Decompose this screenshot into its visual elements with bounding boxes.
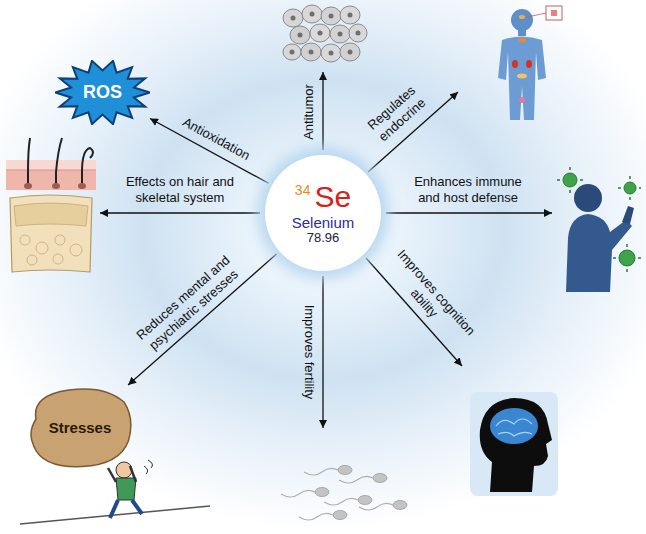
arrow-label: Regulates endocrine [356,75,437,152]
sperm-cells [281,466,407,521]
ros-starburst: ROS [55,60,150,125]
stressed-figure [20,460,210,524]
bone-illustration [10,195,92,272]
element-name: Selenium [292,214,355,231]
static-arrows [100,72,552,428]
atomic-number: 34 [295,182,311,198]
cell-cluster [283,5,367,62]
arrow-label: Enhances immune and host defense [406,174,531,206]
atomic-mass: 78.96 [307,231,340,246]
ros-text: ROS [83,82,122,103]
immune-figure [557,167,641,292]
arrow-label: Effects on hair and skeletal system [115,174,245,206]
element-symbol: Se [314,180,351,215]
stress-rock: Stresses [25,385,135,470]
body-figure [498,6,562,120]
arrow-label: Improves fertility [301,305,317,400]
arrow-label: Improves cognition ability [382,246,479,350]
arrow-label: Antitumor [301,84,317,140]
arrow-label: Reduces mental and psychiatric stresses [127,247,249,360]
arrow-label: Antioxidation [179,115,252,165]
hair-skin-illustration [6,138,96,190]
brain-head [470,392,558,496]
symbol-row: 34Se [295,180,351,215]
element-circle: 34SeSelenium78.96 [265,155,381,271]
stress-text: Stresses [49,419,112,436]
